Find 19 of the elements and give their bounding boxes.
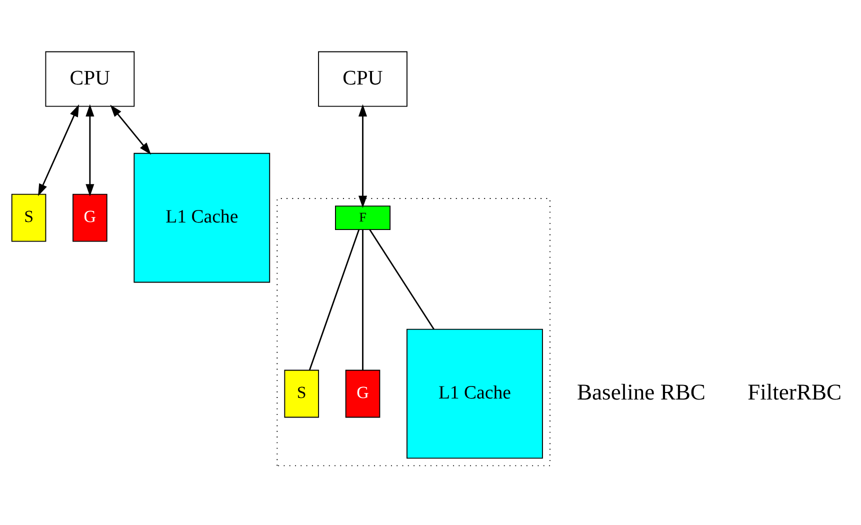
node-box: CPU <box>45 51 135 107</box>
cluster <box>276 198 550 466</box>
arrow <box>358 104 368 208</box>
arrow <box>110 104 152 155</box>
node-box: L1 Cache <box>406 328 543 459</box>
label: FilterRBC <box>748 380 842 405</box>
connector <box>369 229 434 330</box>
node-box: S <box>284 370 320 418</box>
node-box: G <box>345 370 380 418</box>
connector <box>308 229 360 370</box>
label: Baseline RBC <box>576 380 706 405</box>
node-box: G <box>72 194 108 242</box>
node-box: L1 Cache <box>134 152 270 283</box>
node-box: S <box>11 194 46 242</box>
node-box: F <box>335 206 391 230</box>
arrow <box>86 104 94 196</box>
connector <box>362 230 364 370</box>
arrow <box>38 104 80 196</box>
node-box: CPU <box>318 51 408 107</box>
